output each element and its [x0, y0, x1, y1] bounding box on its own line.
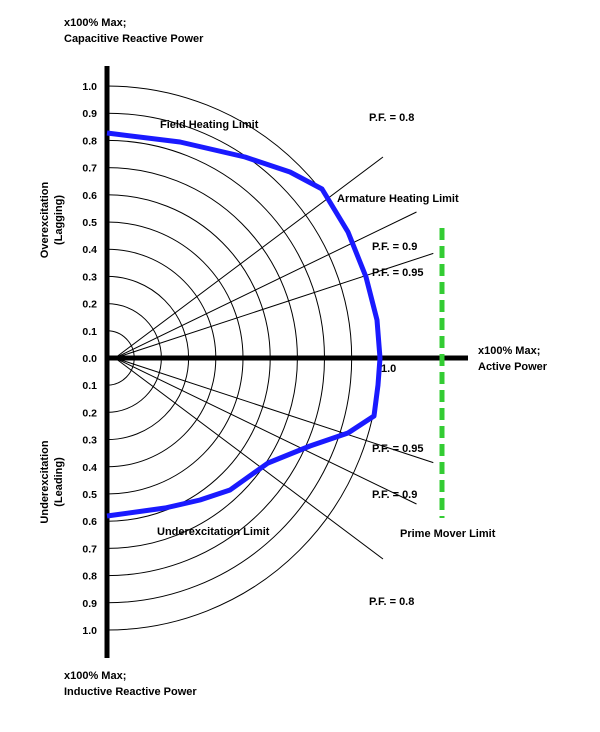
- underexcitation-limit-label: Underexcitation Limit: [157, 526, 270, 538]
- top-axis-title-line1: x100% Max;: [64, 17, 126, 29]
- power-factor-line: [114, 357, 384, 560]
- reactive-axis-tick-label: 0.2: [82, 299, 97, 311]
- power-factor-line: [114, 357, 434, 464]
- reactive-axis-tick-label: 0.9: [82, 108, 97, 120]
- reactive-axis-tick-label: 0.5: [82, 489, 97, 501]
- reactive-axis-tick-label: 0.6: [82, 190, 97, 202]
- reactive-axis-tick-label: 0.4: [82, 462, 97, 474]
- reactive-axis-tick-label: 1.0: [82, 81, 97, 93]
- power-factor-line: [114, 357, 417, 505]
- reactive-axis-tick-label: 0.7: [82, 543, 97, 555]
- reactive-axis-tick-label: 0.9: [82, 598, 97, 610]
- pf-09-lower-label: P.F. = 0.9: [372, 489, 417, 501]
- p-axis-tick: 1.0: [381, 363, 396, 375]
- power-factor-line: [114, 211, 417, 359]
- reactive-axis-tick-label: 1.0: [82, 625, 97, 637]
- top-axis-title-line2: Capacitive Reactive Power: [64, 33, 204, 45]
- pf-095-lower-label: P.F. = 0.95: [372, 443, 423, 455]
- right-axis-title-line1: x100% Max;: [478, 345, 540, 357]
- reactive-axis-tick-label: 0.3: [82, 435, 97, 447]
- bottom-axis-title-line2: Inductive Reactive Power: [64, 686, 197, 698]
- reactive-axis-tick-label: 0.7: [82, 163, 97, 175]
- power-factor-line: [114, 156, 384, 359]
- leading-label: (Leading): [53, 457, 65, 507]
- underexcitation-label: Underexcitation: [39, 440, 51, 523]
- reactive-axis-tick-label: 0.0: [82, 353, 97, 365]
- reactive-axis-tick-label: 0.6: [82, 516, 97, 528]
- lagging-label: (Lagging): [53, 195, 65, 245]
- prime-mover-limit-label: Prime Mover Limit: [400, 528, 496, 540]
- reactive-axis-tick-label: 0.4: [82, 244, 97, 256]
- right-axis-title-line2: Active Power: [478, 361, 548, 373]
- pf-08-upper-label: P.F. = 0.8: [369, 112, 414, 124]
- reactive-axis-tick-label: 0.3: [82, 271, 97, 283]
- reactive-axis-tick-label: 0.8: [82, 135, 97, 147]
- field-heating-limit-label: Field Heating Limit: [160, 119, 259, 131]
- pf-09-upper-label: P.F. = 0.9: [372, 241, 417, 253]
- armature-heating-limit-label: Armature Heating Limit: [337, 193, 459, 205]
- power-factor-line: [114, 252, 434, 359]
- capability-curve: [106, 130, 383, 519]
- bottom-axis-title-line1: x100% Max;: [64, 670, 126, 682]
- pf-08-lower-label: P.F. = 0.8: [369, 596, 414, 608]
- overexcitation-label: Overexcitation: [39, 182, 51, 259]
- pf-095-upper-label: P.F. = 0.95: [372, 267, 423, 279]
- reactive-axis-tick-label: 0.8: [82, 571, 97, 583]
- reactive-axis-tick-label: 0.5: [82, 217, 97, 229]
- reactive-axis-tick-label: 0.1: [82, 326, 97, 338]
- reactive-axis-tick-label: 0.1: [82, 380, 97, 392]
- reactive-axis-tick-label: 0.2: [82, 407, 97, 419]
- power-factor-lines: [114, 156, 434, 560]
- reactive-axis-ticks: 1.0 0.9 0.8 0.7 0.6 0.5 0.4 0.3 0.2 0.1 0.0 0.1 0.2 0…: [82, 81, 97, 637]
